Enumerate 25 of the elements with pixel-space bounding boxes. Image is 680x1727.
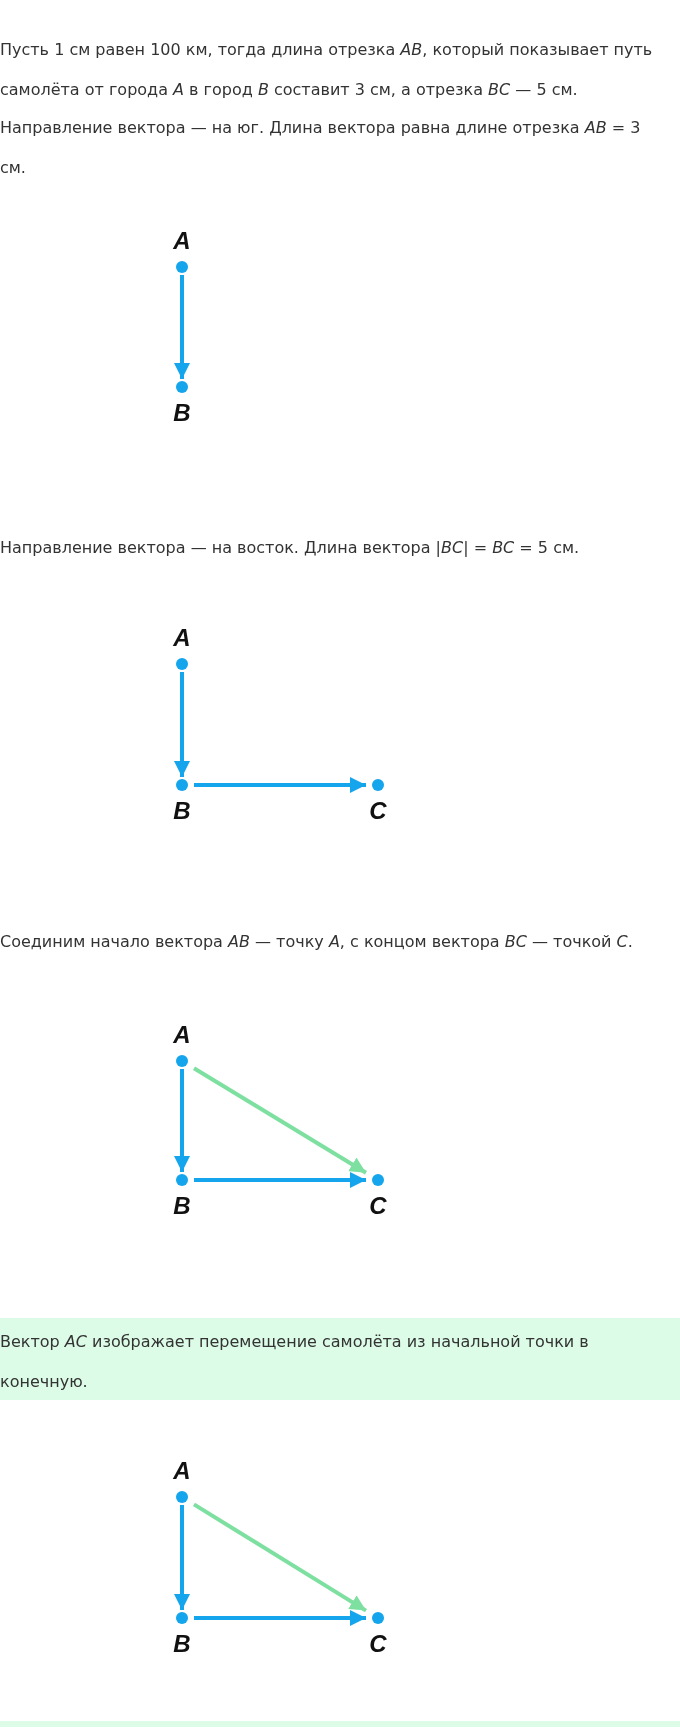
- paragraph: Пусть 1 см равен 100 км, тогда длина отрезка AB, который показывает путь самолёта от города A в город B составит 3 см, а отрезка BC — 5 см.: [0, 39, 654, 101]
- arrow: [174, 672, 190, 777]
- paragraph: Соединим начало вектора AB — точку A, с концом вектора BC — точкой C.: [0, 931, 634, 953]
- point-label: B: [172, 399, 192, 427]
- paragraph: Направление вектора — на восток. Длина вектора |BC| = BC = 5 см.: [0, 537, 581, 559]
- point-label: A: [172, 227, 192, 255]
- arrow: [194, 1610, 366, 1626]
- paragraph: Вектор AC изображает перемещение самолёта из начальной точки в конечную.: [0, 1331, 590, 1393]
- point-label: C: [368, 797, 388, 825]
- paragraph: Направление вектора — на юг. Длина вектора равна длине отрезка AB = 3 см.: [0, 117, 642, 179]
- point-label: B: [172, 1192, 192, 1220]
- point-label: B: [172, 1630, 192, 1658]
- arrow: [174, 1505, 190, 1610]
- point-label: C: [368, 1630, 388, 1658]
- point-label: C: [368, 1192, 388, 1220]
- point-label: A: [172, 1457, 192, 1485]
- arrow: [192, 1066, 368, 1175]
- point-label: A: [172, 624, 192, 652]
- arrow: [192, 1502, 368, 1613]
- arrow: [194, 777, 366, 793]
- point-label: B: [172, 797, 192, 825]
- arrow: [174, 275, 190, 379]
- point-label: A: [172, 1021, 192, 1049]
- arrow: [174, 1069, 190, 1172]
- arrow: [194, 1172, 366, 1188]
